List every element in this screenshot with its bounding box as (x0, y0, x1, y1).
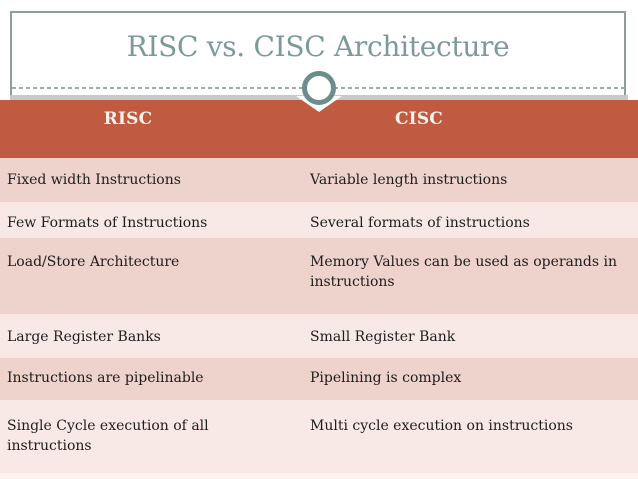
cisc-cell: Several formats of instructions (310, 215, 530, 231)
slide-footer-strip (0, 473, 638, 479)
cisc-cell: Variable length instructions (310, 172, 508, 188)
cisc-cell: Memory Values can be used as operands in… (310, 254, 618, 290)
table-row: Instructions are pipelinable Pipelining … (0, 358, 638, 400)
risc-cell: Large Register Banks (7, 329, 161, 345)
cisc-cell: Pipelining is complex (310, 370, 462, 386)
column-header-risc: RISC (103, 109, 153, 129)
table-row: Single Cycle execution of all instructio… (0, 400, 638, 473)
page-title: RISC vs. CISC Architecture (126, 30, 510, 63)
table-row: Large Register Banks Small Register Bank (0, 314, 638, 358)
table-row: Load/Store Architecture Memory Values ca… (0, 238, 638, 314)
risc-cell: Load/Store Architecture (7, 254, 180, 270)
risc-cell: Few Formats of Instructions (7, 215, 208, 231)
cisc-cell: Small Register Bank (310, 329, 456, 345)
risc-cell: Fixed width Instructions (7, 172, 181, 188)
table-row: Few Formats of Instructions Several form… (0, 202, 638, 238)
risc-cell: Instructions are pipelinable (7, 370, 204, 386)
table-row: Fixed width Instructions Variable length… (0, 158, 638, 202)
circle-ornament-icon (302, 71, 336, 105)
column-header-cisc: CISC (394, 109, 444, 129)
risc-cell: Single Cycle execution of all instructio… (7, 418, 209, 454)
cisc-cell: Multi cycle execution on instructions (310, 418, 573, 434)
